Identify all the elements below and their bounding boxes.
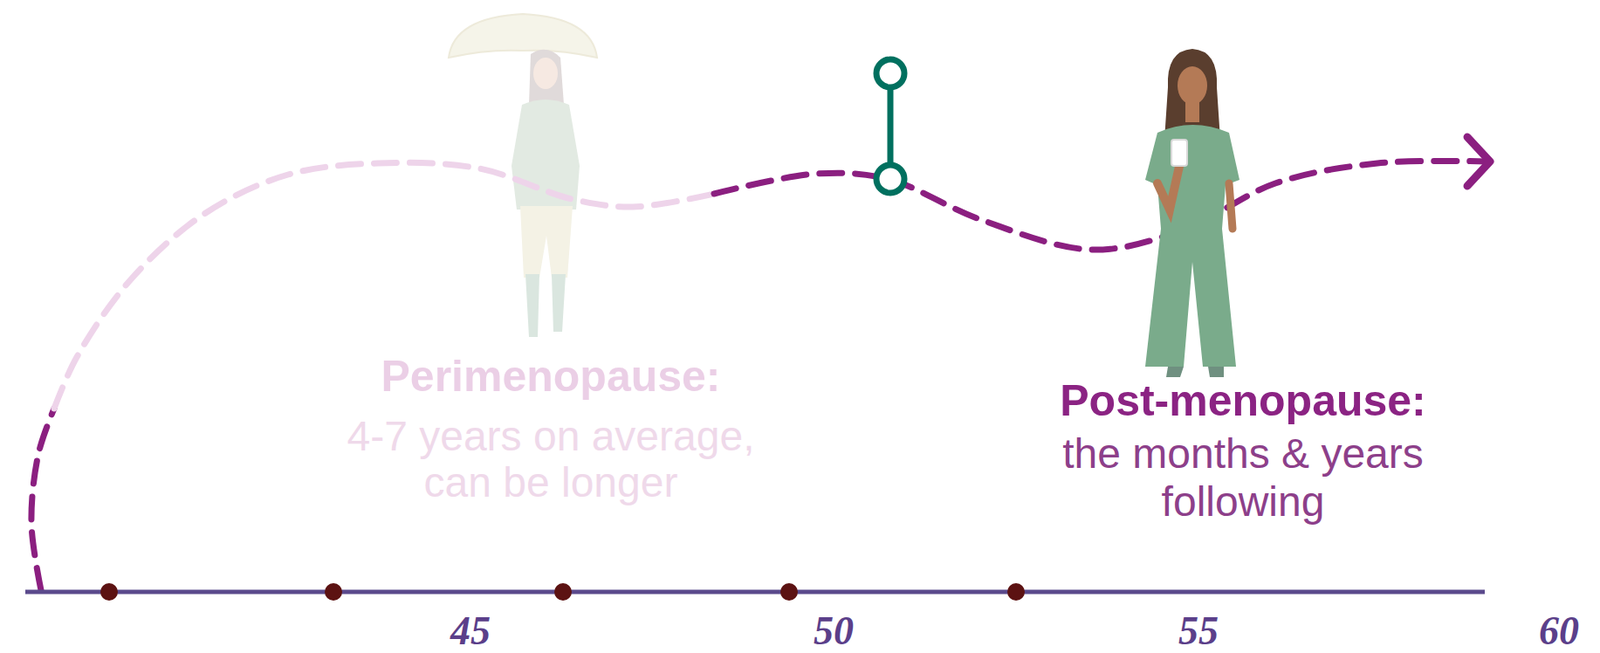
perimenopause-figure (448, 13, 598, 337)
axis-dot (324, 583, 343, 601)
trousers (520, 206, 573, 278)
menopause-marker (876, 59, 905, 193)
age-axis (25, 590, 1485, 595)
umbrella (448, 13, 598, 58)
phase-heading: Perimenopause: (323, 350, 778, 402)
phase-description: the months & years following (1037, 429, 1449, 526)
axis-age: 45 (431, 611, 510, 652)
face (533, 57, 558, 90)
cup (1171, 139, 1188, 166)
face (1177, 66, 1208, 105)
postmenopause-figure (1145, 48, 1240, 378)
arrow-head (1467, 137, 1491, 186)
phase-description: 4-7 years on average, can be longer (328, 412, 774, 506)
boots (525, 274, 566, 337)
timeline-curve (31, 160, 1487, 591)
axis-dot (1007, 583, 1025, 601)
axis-age: 60 (1524, 611, 1594, 652)
jumpsuit (1145, 124, 1240, 367)
axis-dot (554, 583, 572, 601)
curve-segment (31, 408, 55, 591)
axis-age: 55 (1159, 611, 1238, 652)
marker-circle (876, 164, 905, 193)
marker-stem (887, 87, 894, 165)
axis-dot (780, 583, 798, 601)
phase-heading: Post-menopause: (1016, 375, 1470, 426)
curve-segment (714, 160, 1487, 250)
axis-age: 50 (794, 611, 873, 652)
sweater (511, 99, 580, 210)
arm (1229, 183, 1233, 229)
marker-circle (876, 59, 905, 88)
hair (528, 49, 564, 105)
axis-dot (100, 583, 118, 601)
arm (1157, 162, 1181, 210)
shoes (1166, 366, 1224, 378)
axis-dots (100, 583, 1025, 601)
neck (1185, 101, 1200, 123)
